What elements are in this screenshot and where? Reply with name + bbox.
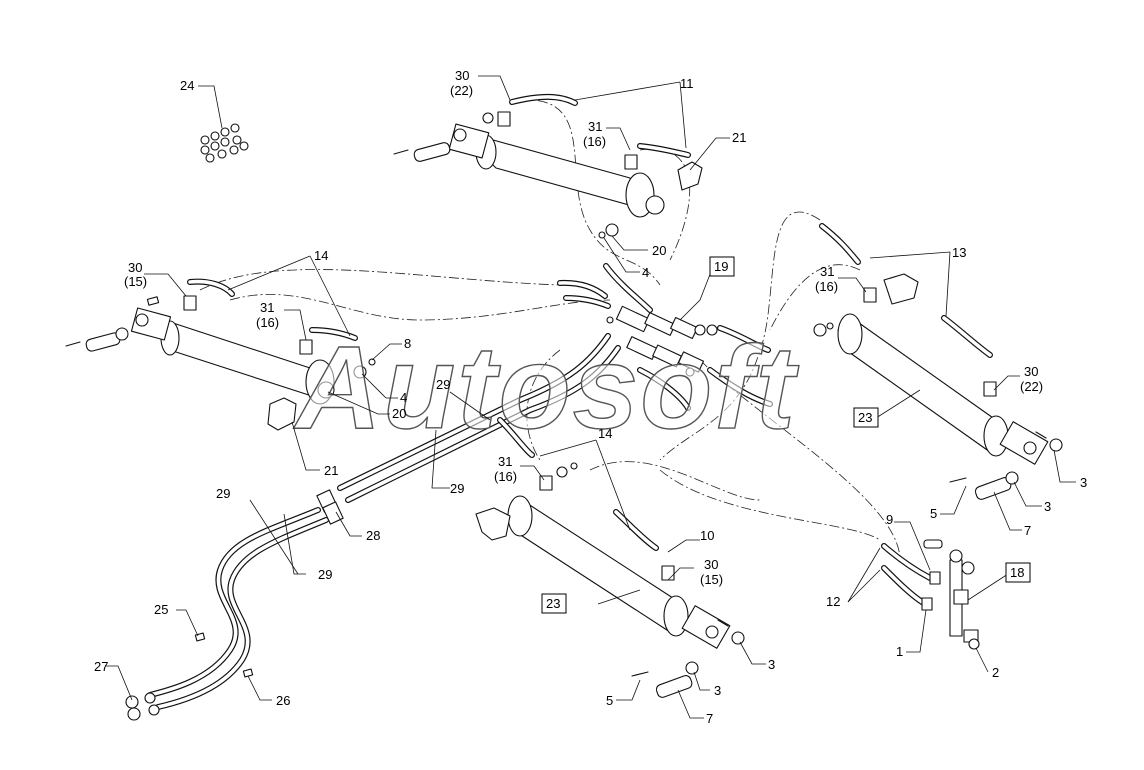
callout-29: 29 bbox=[450, 481, 464, 496]
callout-30: 30 bbox=[704, 557, 718, 572]
callout-3: 3 bbox=[714, 683, 721, 698]
callout-4: 4 bbox=[642, 265, 649, 280]
callout-7: 7 bbox=[1024, 523, 1031, 538]
callout-28: 28 bbox=[366, 528, 380, 543]
left-cylinder bbox=[65, 295, 376, 431]
top-hoses bbox=[509, 93, 691, 158]
callout-3: 3 bbox=[1080, 475, 1087, 490]
callout-25: 25 bbox=[154, 602, 168, 617]
callout-4: 4 bbox=[400, 390, 407, 405]
callout-30-sub: (22) bbox=[1020, 379, 1043, 394]
long-pipes-29 bbox=[125, 333, 621, 721]
callout-29: 29 bbox=[318, 567, 332, 582]
callout-20: 20 bbox=[392, 406, 406, 421]
callout-21: 21 bbox=[324, 463, 338, 478]
callout-9: 9 bbox=[886, 512, 893, 527]
callout-31-sub: (16) bbox=[583, 134, 606, 149]
callout-14: 14 bbox=[314, 248, 328, 263]
callout-31-sub: (16) bbox=[494, 469, 517, 484]
callout-11: 11 bbox=[680, 76, 694, 91]
callout-21: 21 bbox=[732, 130, 746, 145]
callout-31: 31 bbox=[588, 119, 602, 134]
box-23-right bbox=[853, 407, 879, 428]
callout-3: 3 bbox=[1044, 499, 1051, 514]
callout-31: 31 bbox=[498, 454, 512, 469]
callout-20: 20 bbox=[652, 243, 666, 258]
box-19 bbox=[709, 256, 735, 277]
callout-19: 19 bbox=[714, 259, 728, 274]
callout-26: 26 bbox=[276, 693, 290, 708]
bolt-kit-24 bbox=[200, 123, 249, 163]
top-cylinder bbox=[393, 111, 703, 239]
right-hoses bbox=[819, 223, 993, 358]
box-23-bottom bbox=[541, 593, 567, 614]
callout-29: 29 bbox=[436, 377, 450, 392]
callout-7: 7 bbox=[706, 711, 713, 726]
callout-29: 29 bbox=[216, 486, 230, 501]
callout-31-sub: (16) bbox=[815, 279, 838, 294]
callout-3: 3 bbox=[768, 657, 775, 672]
central-hoses bbox=[557, 263, 773, 411]
callout-31: 31 bbox=[820, 264, 834, 279]
callout-30: 30 bbox=[1024, 364, 1038, 379]
callout-30: 30 bbox=[455, 68, 469, 83]
watermark-text: Autosoft bbox=[293, 322, 800, 454]
callout-24: 24 bbox=[180, 78, 194, 93]
bottom-center-hoses bbox=[613, 509, 659, 551]
callout-10: 10 bbox=[700, 528, 714, 543]
callout-27: 27 bbox=[94, 659, 108, 674]
callout-5: 5 bbox=[606, 693, 613, 708]
bottom-right-assembly bbox=[881, 539, 980, 650]
callout-30-sub: (15) bbox=[700, 572, 723, 587]
callout-2: 2 bbox=[992, 665, 999, 680]
callout-30-sub: (22) bbox=[450, 83, 473, 98]
callout-31-sub: (16) bbox=[256, 315, 279, 330]
right-cylinder bbox=[813, 273, 1063, 500]
callout-12: 12 bbox=[826, 594, 840, 609]
callout-labels: 24 30 (22) 11 31 (16) 21 20 4 19 13 31 (… bbox=[94, 68, 1087, 726]
callout-23: 23 bbox=[858, 410, 872, 425]
leader-lines bbox=[106, 75, 1076, 719]
callout-boxes bbox=[541, 256, 1031, 614]
callout-1: 1 bbox=[896, 644, 903, 659]
callout-18: 18 bbox=[1010, 565, 1024, 580]
callout-31: 31 bbox=[260, 300, 274, 315]
box-18 bbox=[1005, 562, 1031, 583]
callout-23: 23 bbox=[546, 596, 560, 611]
bottom-center-cylinder bbox=[475, 462, 745, 698]
callout-8: 8 bbox=[404, 336, 411, 351]
callout-5: 5 bbox=[930, 506, 937, 521]
callout-13: 13 bbox=[952, 245, 966, 260]
callout-14: 14 bbox=[598, 426, 612, 441]
callout-30: 30 bbox=[128, 260, 142, 275]
left-hoses bbox=[187, 278, 358, 341]
valve-block-19 bbox=[606, 305, 718, 377]
callout-30-sub: (15) bbox=[124, 274, 147, 289]
